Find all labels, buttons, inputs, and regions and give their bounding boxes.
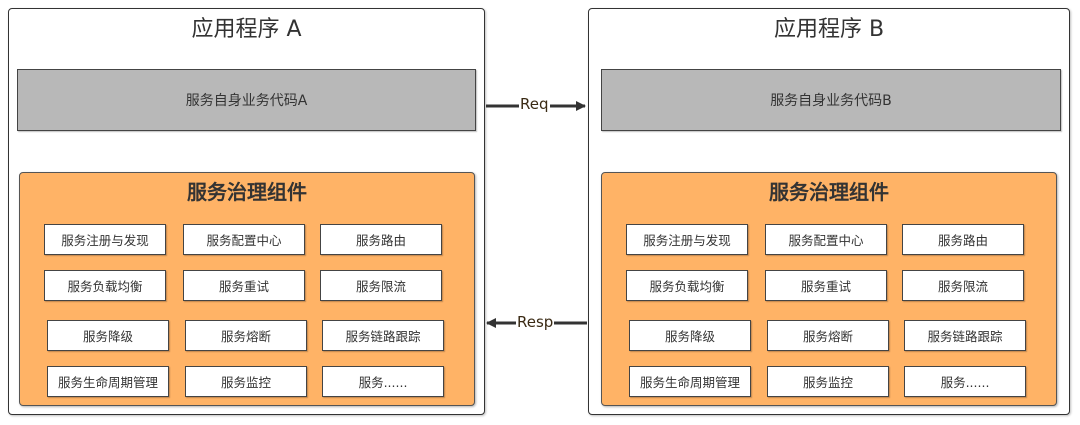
governance-component: 服务生命周期管理: [47, 366, 169, 397]
governance-component: 服务配置中心: [183, 224, 305, 255]
governance-component: 服务链路跟踪: [904, 320, 1026, 351]
application-a-container: 应用程序 A 服务自身业务代码A 服务治理组件 服务注册与发现服务配置中心服务路…: [8, 8, 485, 415]
governance-component: 服务负载均衡: [626, 270, 748, 301]
governance-component: 服务注册与发现: [44, 224, 166, 255]
governance-component: 服务注册与发现: [626, 224, 748, 255]
business-code-a-box: 服务自身业务代码A: [17, 69, 476, 131]
governance-component: 服务监控: [767, 366, 889, 397]
response-arrow-label: Resp: [516, 313, 555, 331]
governance-component: 服务负载均衡: [44, 270, 166, 301]
governance-component: 服务生命周期管理: [629, 366, 751, 397]
governance-component: 服务限流: [902, 270, 1024, 301]
governance-components-b: 服务治理组件 服务注册与发现服务配置中心服务路由服务负载均衡服务重试服务限流服务…: [601, 172, 1057, 406]
governance-component: 服务......: [904, 366, 1026, 397]
business-code-b-box: 服务自身业务代码B: [601, 69, 1061, 131]
governance-b-title: 服务治理组件: [769, 180, 889, 204]
governance-component: 服务路由: [320, 224, 442, 255]
governance-component: 服务配置中心: [765, 224, 887, 255]
governance-component: 服务限流: [320, 270, 442, 301]
governance-component: 服务降级: [47, 320, 169, 351]
governance-component: 服务重试: [765, 270, 887, 301]
application-b-title: 应用程序 B: [773, 17, 885, 42]
governance-component: 服务熔断: [767, 320, 889, 351]
governance-component: 服务降级: [629, 320, 751, 351]
governance-components-a: 服务治理组件 服务注册与发现服务配置中心服务路由服务负载均衡服务重试服务限流服务…: [19, 172, 475, 406]
governance-component: 服务熔断: [185, 320, 307, 351]
business-code-b-label: 服务自身业务代码B: [770, 93, 892, 109]
governance-component: 服务重试: [183, 270, 305, 301]
governance-component: 服务监控: [185, 366, 307, 397]
governance-component: 服务......: [322, 366, 444, 397]
governance-component: 服务链路跟踪: [322, 320, 444, 351]
governance-a-title: 服务治理组件: [187, 180, 307, 204]
governance-component: 服务路由: [902, 224, 1024, 255]
application-b-container: 应用程序 B 服务自身业务代码B 服务治理组件 服务注册与发现服务配置中心服务路…: [588, 8, 1070, 415]
business-code-a-label: 服务自身业务代码A: [185, 93, 308, 109]
application-a-title: 应用程序 A: [191, 17, 302, 42]
request-arrow-label: Req: [519, 95, 550, 113]
